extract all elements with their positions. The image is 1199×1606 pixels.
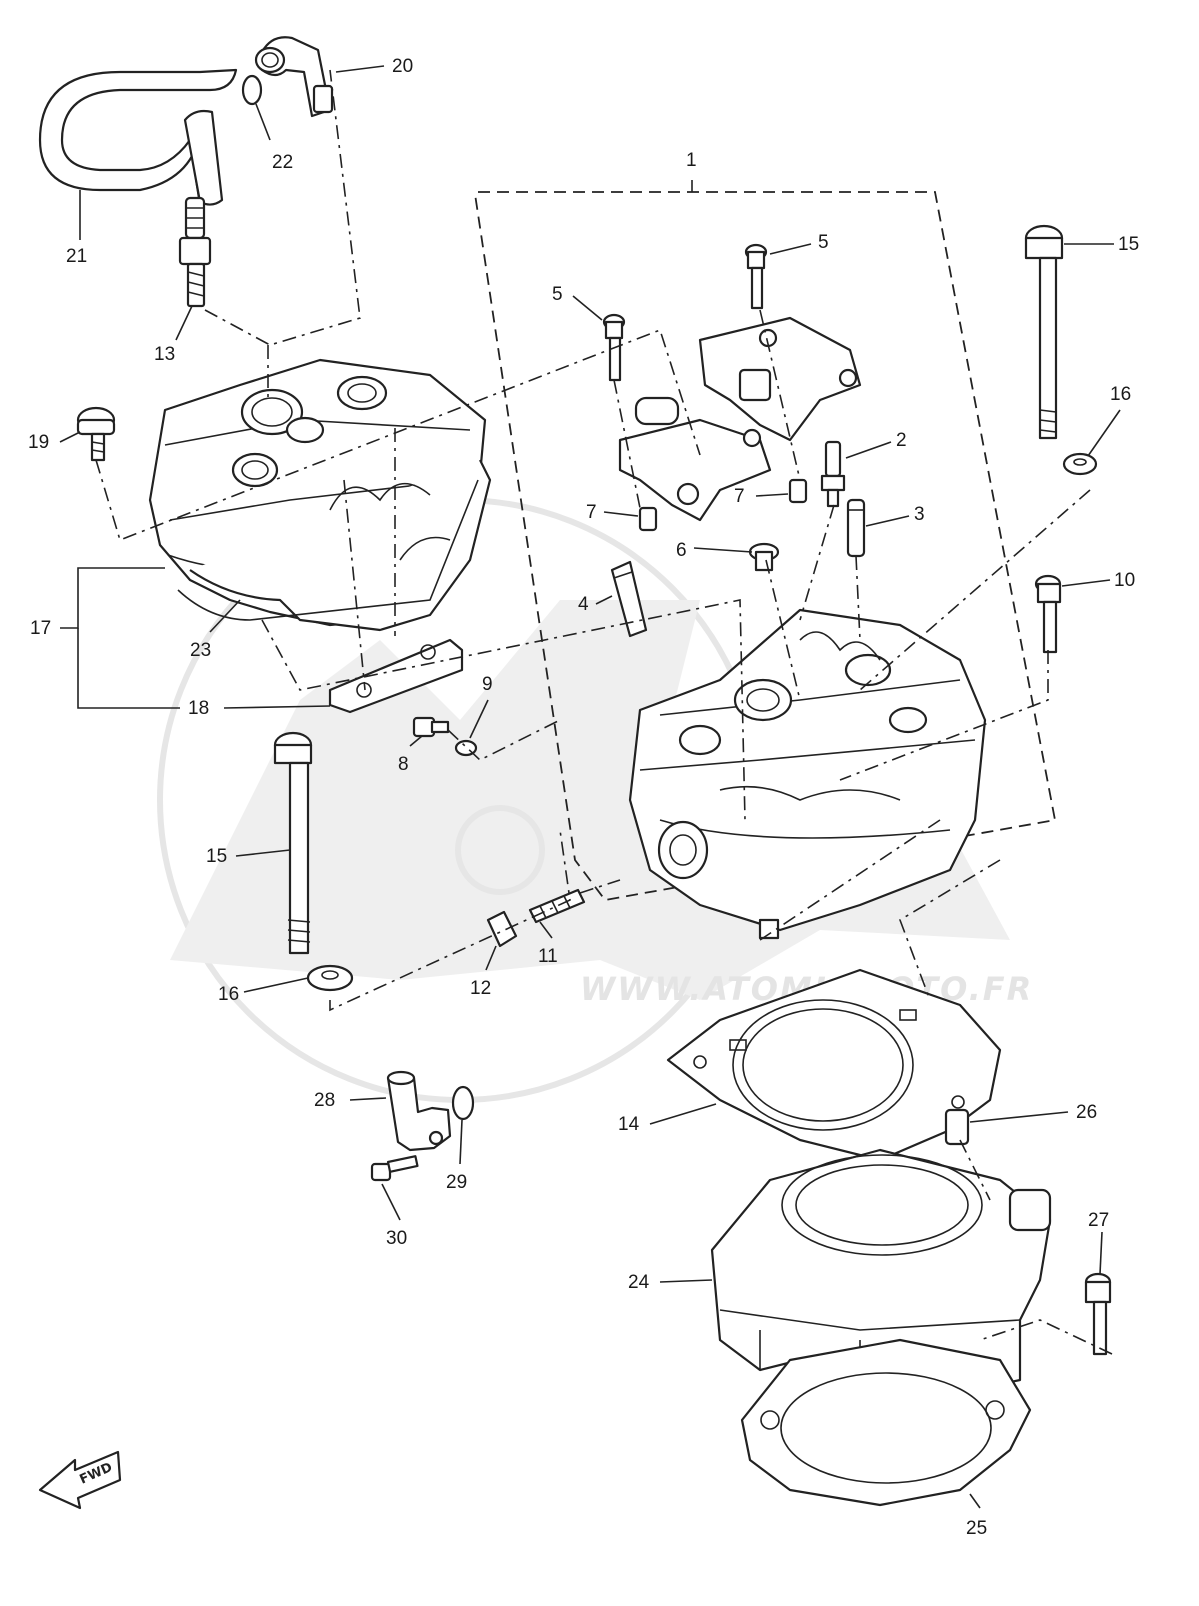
clip-12 [486, 910, 518, 948]
callout-4: 4 [578, 594, 589, 615]
bolt-10 [1034, 574, 1062, 654]
callout-29: 29 [446, 1172, 467, 1193]
callout-5-a: 5 [552, 284, 563, 305]
cylinder-head-gasket [666, 968, 1002, 1162]
callout-14: 14 [618, 1114, 640, 1135]
callout-2: 2 [896, 430, 907, 451]
camshaft-cap-lower [618, 396, 772, 522]
bolt-30 [370, 1155, 419, 1182]
callout-5-b: 5 [818, 232, 829, 253]
callout-7-a: 7 [586, 502, 597, 523]
o-ring-29 [451, 1085, 475, 1121]
leader-lines [59, 65, 1121, 1509]
cover-plate [328, 638, 464, 714]
callout-16-right: 16 [1110, 384, 1131, 405]
callout-11: 11 [538, 946, 558, 967]
washer-16-left [306, 964, 354, 992]
callout-9: 9 [482, 674, 493, 695]
callout-28: 28 [314, 1090, 335, 1111]
callout-10: 10 [1114, 570, 1135, 591]
callout-27: 27 [1088, 1210, 1109, 1231]
spark-plug [178, 196, 212, 308]
stud-bolt-right [1024, 224, 1064, 440]
callout-12: 12 [470, 978, 491, 999]
kit-boundary [474, 191, 1057, 901]
callout-30: 30 [386, 1228, 407, 1249]
valve-guide-3 [846, 498, 866, 558]
washer-16-right [1062, 452, 1098, 476]
valve-seal-6 [748, 542, 780, 572]
bolt-27 [1084, 1272, 1112, 1356]
callout-15-right: 15 [1118, 234, 1139, 255]
bolt-8 [412, 716, 450, 738]
cylinder-head [628, 608, 987, 940]
water-fitting [386, 1070, 452, 1152]
callout-labels: 1 2 3 4 5 5 6 7 7 8 9 10 11 12 13 14 15 … [28, 56, 1139, 1539]
cover-bolt [76, 406, 116, 462]
breather-elbow [254, 36, 334, 118]
cylinder [710, 1148, 1052, 1402]
fwd-arrow-icon: FWD [38, 1450, 122, 1510]
callout-3: 3 [914, 504, 925, 525]
breather-hose [38, 68, 238, 207]
dowel-pin-7-b [788, 478, 808, 504]
callout-19: 19 [28, 432, 49, 453]
callout-7-b: 7 [734, 486, 745, 507]
callout-20: 20 [392, 56, 413, 77]
stud-bolt-left [273, 731, 313, 955]
callout-1: 1 [686, 150, 697, 171]
cylinder-base-gasket [740, 1338, 1032, 1507]
plug-2 [820, 440, 846, 508]
callout-15-left: 15 [206, 846, 227, 867]
cylinder-head-cover [148, 358, 492, 632]
dowel-pin-7-a [638, 506, 658, 532]
callout-24: 24 [628, 1272, 650, 1293]
callout-8: 8 [398, 754, 409, 775]
callout-16-left: 16 [218, 984, 239, 1005]
callout-22: 22 [272, 152, 293, 173]
bolt-5-a [602, 313, 626, 382]
o-ring-22 [241, 74, 263, 106]
callout-26: 26 [1076, 1102, 1097, 1123]
callout-25: 25 [966, 1518, 987, 1539]
callout-17: 17 [30, 618, 51, 639]
bolt-5-b [744, 243, 768, 310]
valve-guide-4 [610, 560, 648, 638]
callout-6: 6 [676, 540, 687, 561]
stud-11 [528, 888, 586, 924]
camshaft-cap-upper [698, 316, 862, 442]
assembly-lines [95, 69, 1113, 1355]
callout-23: 23 [190, 640, 211, 661]
callout-21: 21 [66, 246, 87, 267]
dowel-26 [944, 1108, 970, 1146]
callout-18: 18 [188, 698, 209, 719]
callout-13: 13 [154, 344, 175, 365]
cover-gasket [177, 479, 479, 621]
